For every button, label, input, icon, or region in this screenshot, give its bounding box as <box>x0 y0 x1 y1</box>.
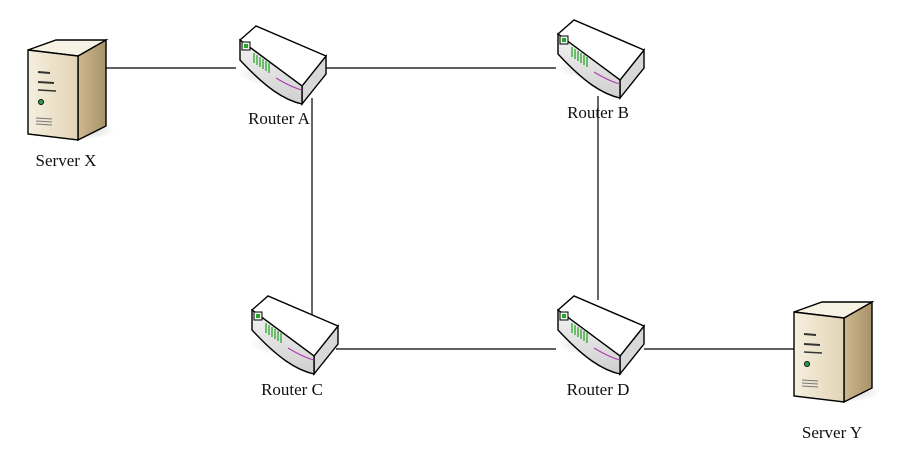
router-d-icon <box>555 295 649 375</box>
router-d-label: Router D <box>566 380 630 399</box>
router-a-label: Router A <box>248 109 310 128</box>
router-c-label: Router C <box>261 380 323 399</box>
router-b-label: Router B <box>567 103 629 122</box>
server-x-icon <box>27 39 115 141</box>
server-y-label: Server Y <box>801 423 863 442</box>
router-c-icon <box>249 295 343 375</box>
router-a-icon <box>237 25 331 105</box>
server-y-icon <box>793 301 881 403</box>
router-b-icon <box>555 19 649 99</box>
links <box>104 67 796 350</box>
server-x-label: Server X <box>35 151 97 170</box>
